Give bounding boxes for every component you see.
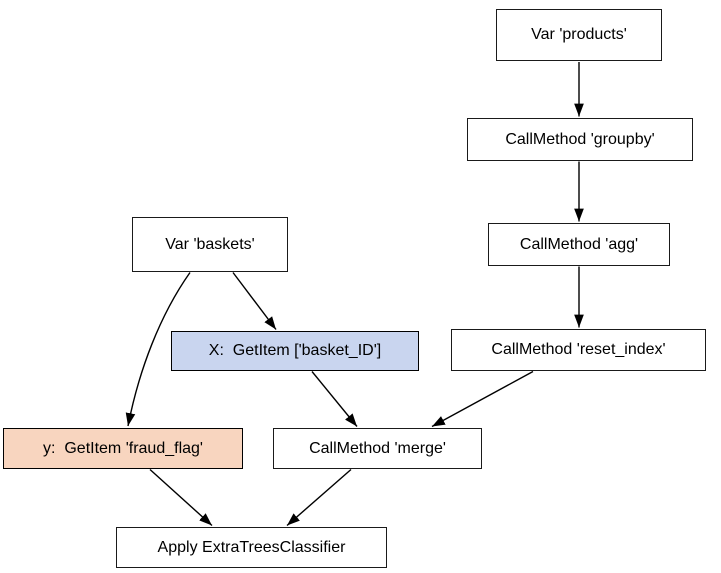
edge-y-getitem-to-apply-extratrees (149, 468, 213, 527)
node-y-getitem-fraud-flag: y: GetItem 'fraud_flag' (3, 428, 243, 469)
node-x-getitem-basket-id: X: GetItem ['basket_ID'] (171, 331, 419, 371)
edge-callmethod-merge-to-apply-extratrees (286, 468, 352, 527)
node-callmethod-agg: CallMethod 'agg' (488, 223, 670, 266)
node-callmethod-merge: CallMethod 'merge' (273, 428, 482, 469)
node-apply-extratrees-classifier: Apply ExtraTreesClassifier (116, 527, 387, 568)
node-apply-extratrees-classifier-label: Apply ExtraTreesClassifier (157, 538, 346, 556)
node-callmethod-reset-index: CallMethod 'reset_index' (451, 329, 706, 371)
node-var-products-label: Var 'products' (531, 26, 627, 43)
edge-callmethod-reset-index-to-callmethod-merge (431, 370, 534, 428)
edge-x-getitem-to-callmethod-merge (311, 371, 358, 427)
edge-var-baskets-to-x-getitem (232, 272, 277, 330)
node-callmethod-agg-label: CallMethod 'agg' (519, 235, 639, 253)
node-var-baskets: Var 'baskets' (132, 217, 288, 272)
node-x-getitem-basket-id-label: X: GetItem ['basket_ID'] (208, 342, 382, 359)
node-callmethod-groupby: CallMethod 'groupby' (467, 118, 693, 161)
node-var-baskets-label: Var 'baskets' (165, 235, 255, 253)
node-callmethod-merge-label: CallMethod 'merge' (309, 439, 446, 457)
node-callmethod-reset-index-label: CallMethod 'reset_index' (491, 341, 666, 358)
node-callmethod-groupby-label: CallMethod 'groupby' (505, 130, 655, 148)
node-var-products: Var 'products' (496, 9, 662, 61)
node-y-getitem-fraud-flag-label: y: GetItem 'fraud_flag' (43, 439, 203, 457)
